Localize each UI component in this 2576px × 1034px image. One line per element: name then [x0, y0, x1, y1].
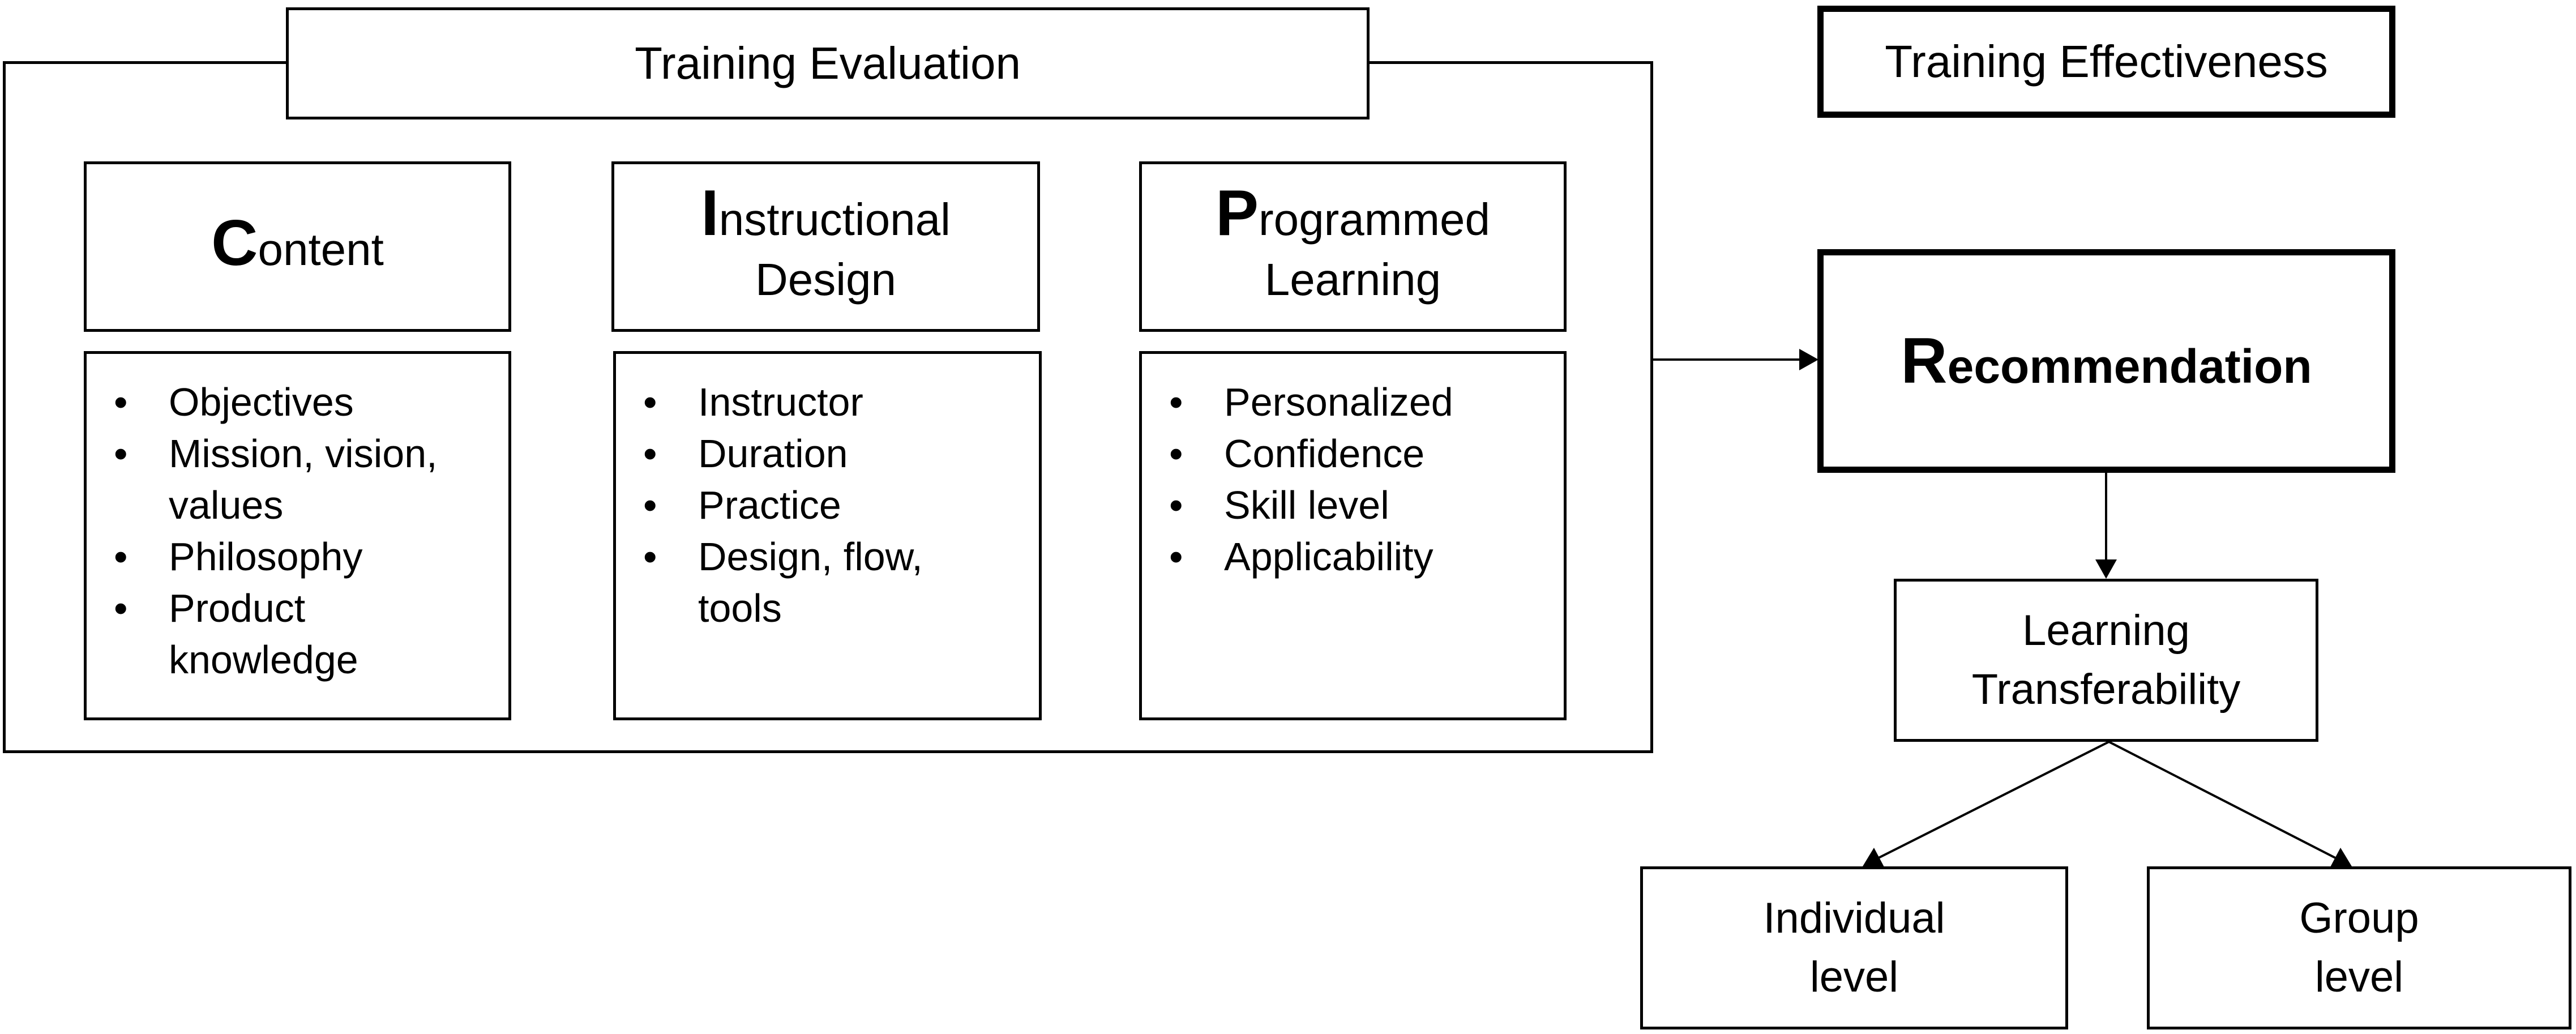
recommendation-box: Recommendation	[1817, 249, 2395, 473]
effectiveness-title: Training Effectiveness	[1885, 36, 2328, 87]
content-header: Content	[211, 207, 384, 279]
individual-level-box: Individual level	[1640, 866, 2068, 1029]
list-item: Objectives	[87, 377, 486, 428]
recommendation-label: Recommendation	[1901, 325, 2312, 397]
transferability-label: Learning Transferability	[1971, 606, 2241, 713]
group-level-box: Group level	[2147, 866, 2571, 1029]
arrow-transfer-to-individual	[1863, 741, 2109, 867]
list-item: Instructor	[616, 377, 1016, 428]
content-list-box: Objectives Mission, vision, values Philo…	[84, 351, 511, 720]
transferability-box: Learning Transferability	[1894, 579, 2318, 742]
instructional-design-list: Instructor Duration Practice Design, flo…	[616, 377, 1016, 634]
programmed-learning-header-box: Programmed Learning	[1139, 161, 1567, 332]
content-header-box: Content	[84, 161, 511, 332]
instructional-design-list-box: Instructor Duration Practice Design, flo…	[613, 351, 1042, 720]
evaluation-title-box: Training Evaluation	[286, 7, 1370, 119]
list-item: Mission, vision, values	[87, 428, 486, 531]
list-item: Skill level	[1142, 480, 1541, 531]
list-item: Philosophy	[87, 531, 486, 583]
list-item: Personalized	[1142, 377, 1541, 428]
effectiveness-title-box: Training Effectiveness	[1817, 6, 2395, 118]
content-list: Objectives Mission, vision, values Philo…	[87, 377, 486, 686]
evaluation-title: Training Evaluation	[635, 38, 1021, 88]
individual-level-label: Individual level	[1763, 894, 1945, 1001]
list-item: Confidence	[1142, 428, 1541, 480]
list-item: Design, flow, tools	[616, 531, 1016, 634]
list-item: Applicability	[1142, 531, 1541, 583]
arrow-transfer-to-group	[2108, 741, 2352, 867]
list-item: Duration	[616, 428, 1016, 480]
instructional-design-header: Instructional Design	[701, 177, 951, 305]
instructional-design-header-box: Instructional Design	[611, 161, 1040, 332]
arrow-recommendation-to-transfer	[2095, 473, 2117, 579]
list-item: Product knowledge	[87, 583, 486, 686]
programmed-learning-header: Programmed Learning	[1215, 177, 1491, 305]
arrow-evaluation-to-recommendation	[1652, 349, 1818, 370]
programmed-learning-list: Personalized Confidence Skill level Appl…	[1142, 377, 1541, 583]
programmed-learning-list-box: Personalized Confidence Skill level Appl…	[1139, 351, 1567, 720]
group-level-label: Group level	[2299, 894, 2419, 1001]
list-item: Practice	[616, 480, 1016, 531]
